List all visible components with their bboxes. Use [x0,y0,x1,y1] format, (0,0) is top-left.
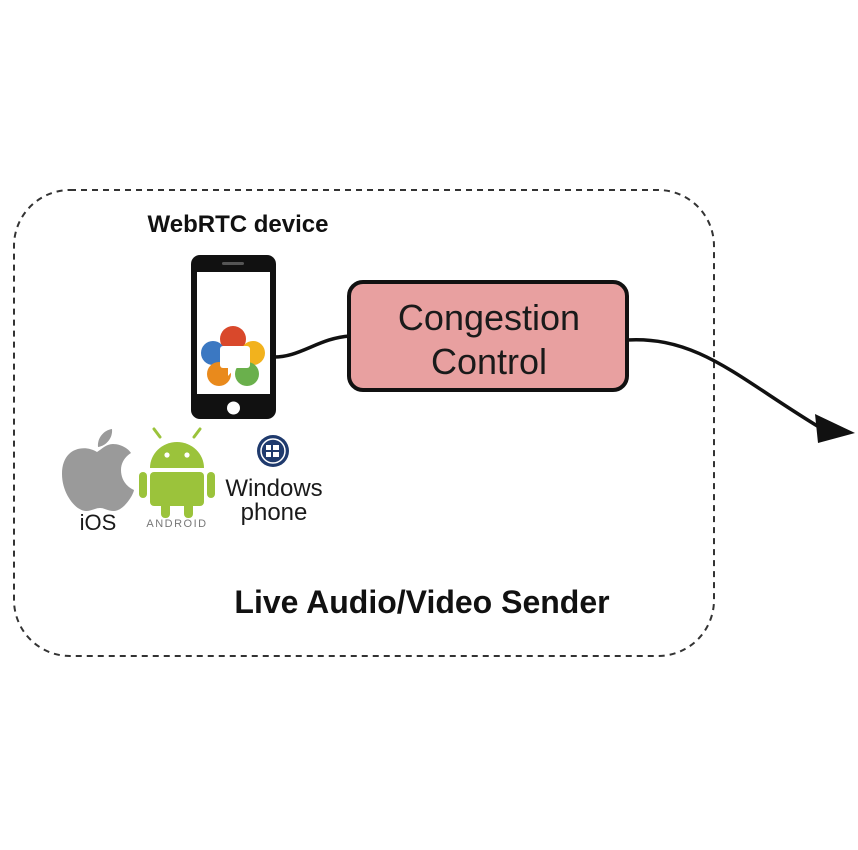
windows-label-line1: Windows [225,475,322,502]
apple-icon [62,429,134,511]
congestion-control-box: Congestion Control [347,280,629,392]
sender-container-boundary [13,189,715,657]
windows-phone-icon [257,435,289,467]
arrow-head-icon [815,414,855,443]
connector-phone-to-process [271,334,351,359]
windows-label-line2: phone [241,499,308,526]
webrtc-logo-icon [201,326,265,386]
device-label: WebRTC device [148,211,329,238]
android-label: ANDROID [146,518,207,530]
ios-label: iOS [80,510,117,535]
process-label-line1: Congestion [398,297,580,338]
process-label-line2: Control [431,341,547,382]
container-label: Live Audio/Video Sender [234,584,609,620]
android-icon [139,427,215,518]
output-connector [626,338,825,432]
